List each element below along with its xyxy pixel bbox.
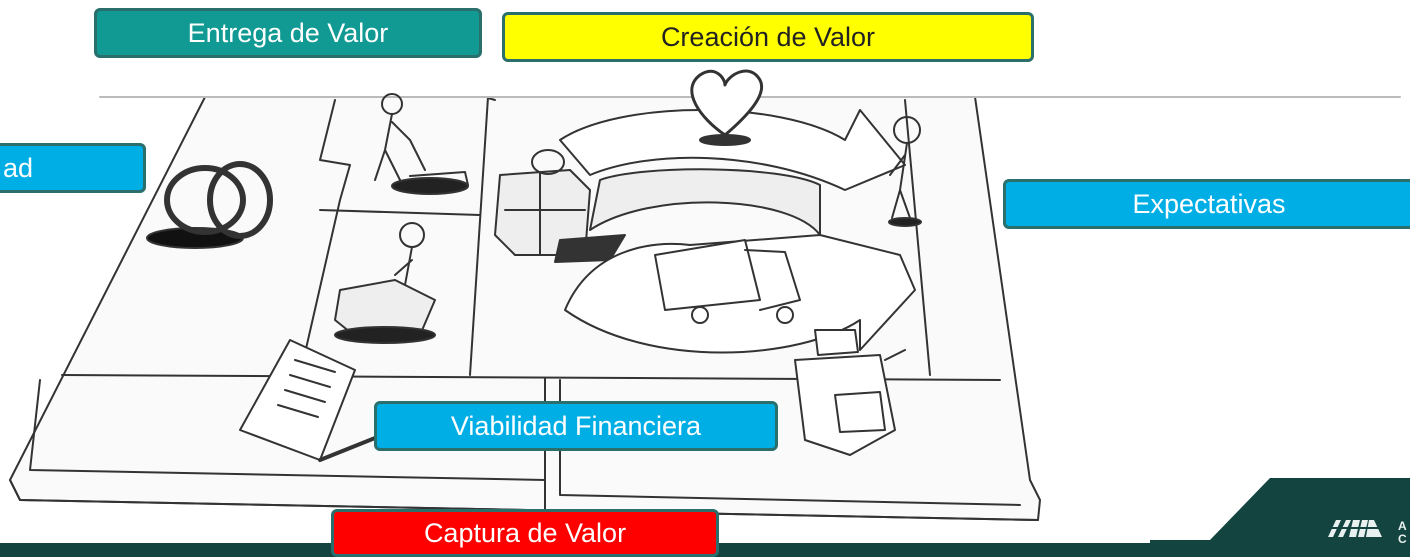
label-viabilidad-financiera: Viabilidad Financiera bbox=[374, 401, 778, 451]
logo-text: A C bbox=[1398, 520, 1407, 546]
label-expectativas: Expectativas bbox=[1003, 179, 1410, 229]
worker-box-icon bbox=[334, 222, 436, 344]
label-entrega-de-valor: Entrega de Valor bbox=[94, 8, 482, 58]
rings-icon bbox=[146, 161, 273, 249]
person-icon bbox=[888, 116, 922, 227]
heart-icon bbox=[690, 69, 764, 146]
truck-icon bbox=[654, 239, 801, 324]
label-deseabilidad-partial: ad bbox=[0, 143, 146, 193]
label-captura-de-valor: Captura de Valor bbox=[331, 509, 719, 557]
worker-shovel-icon bbox=[374, 93, 469, 195]
institution-logo bbox=[1150, 478, 1410, 557]
label-creacion-de-valor: Creación de Valor bbox=[502, 12, 1034, 62]
gift-icon bbox=[494, 149, 626, 263]
contract-icon bbox=[239, 339, 377, 462]
cash-register-icon bbox=[794, 329, 906, 456]
